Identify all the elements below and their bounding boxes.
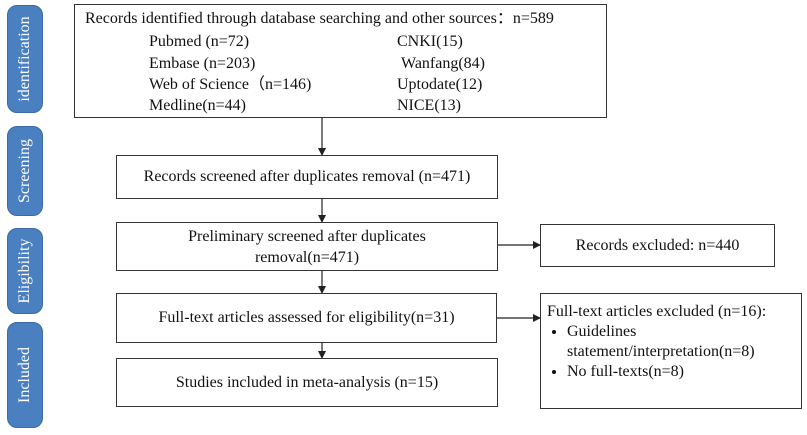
stage-eligibility: Eligibility bbox=[7, 228, 43, 314]
stage-included: Included bbox=[7, 322, 43, 428]
preliminary-box: Preliminary screened after duplicates re… bbox=[116, 222, 498, 271]
stage-screening: Screening bbox=[7, 126, 43, 216]
records-excluded-box: Records excluded: n=440 bbox=[540, 224, 775, 267]
fulltext-excluded-box: Full-text articles excluded (n=16): Guid… bbox=[540, 293, 802, 409]
preliminary-line2: removal(n=471) bbox=[254, 248, 360, 266]
source-nice: NICE(13) bbox=[397, 97, 461, 114]
source-wanfang: Wanfang(84) bbox=[401, 55, 486, 72]
source-uptodate: Uptodate(12) bbox=[397, 76, 483, 93]
preliminary-line1: Preliminary screened after duplicates bbox=[188, 227, 426, 245]
included-text: Studies included in meta-analysis (n=15) bbox=[175, 373, 439, 391]
source-embase: Embase (n=203) bbox=[149, 55, 256, 72]
included-box: Studies included in meta-analysis (n=15) bbox=[116, 358, 498, 407]
source-medline: Medline(n=44) bbox=[149, 97, 246, 114]
source-pubmed: Pubmed (n=72) bbox=[149, 33, 250, 50]
exclusion-reasons-list: Guidelines statement/interpretation(n=8)… bbox=[549, 322, 795, 382]
identification-box: Records identified through database sear… bbox=[74, 4, 607, 118]
stage-identification: identification bbox=[7, 5, 43, 113]
exclusion-reason-guidelines: Guidelines statement/interpretation(n=8) bbox=[567, 322, 767, 362]
source-cnki: CNKI(15) bbox=[397, 33, 463, 50]
fulltext-text: Full-text articles assessed for eligibil… bbox=[158, 309, 455, 326]
source-web-of-science: Web of Science（n=146) bbox=[149, 76, 312, 93]
screening-box: Records screened after duplicates remova… bbox=[116, 155, 498, 199]
identification-title: Records identified through database sear… bbox=[85, 10, 554, 27]
fulltext-box: Full-text articles assessed for eligibil… bbox=[116, 293, 497, 343]
records-excluded-text: Records excluded: n=440 bbox=[575, 236, 740, 254]
exclusion-reason-no-fulltext: No full-texts(n=8) bbox=[567, 362, 795, 382]
screening-text: Records screened after duplicates remova… bbox=[143, 168, 471, 185]
fulltext-excluded-title: Full-text articles excluded (n=16): bbox=[547, 303, 767, 320]
